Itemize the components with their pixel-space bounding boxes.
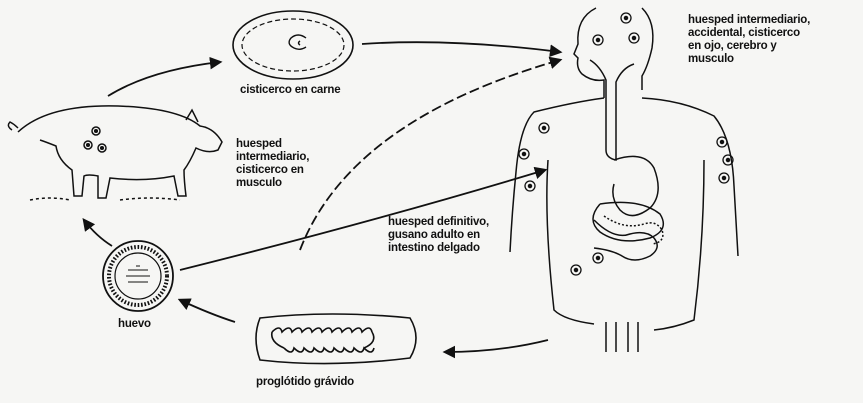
accidental-host-label: huesped intermediario, accidental, cisti… <box>688 14 810 66</box>
cysticercus-meat-label: cisticerco en carne <box>240 84 340 97</box>
arrow-proglottid-to-egg <box>180 300 235 322</box>
egg-label: huevo <box>118 318 151 331</box>
arrow-egg-to-human <box>180 170 545 270</box>
egg-illustration <box>103 241 173 311</box>
arrow-egg-to-pig <box>84 220 112 246</box>
proglottid-illustration <box>256 314 416 364</box>
pig-host-label: huesped intermediario, cisticerco en mus… <box>236 138 309 190</box>
arrow-human-to-proglottid <box>445 340 548 352</box>
arrow-cyst-to-human <box>362 42 560 52</box>
arrow-pig-to-cyst <box>108 62 220 96</box>
definitive-host-label: huesped definitivo, gusano adulto en int… <box>388 216 489 255</box>
proglottid-label: proglótido grávido <box>256 376 354 389</box>
cysticercus-cyst-illustration <box>233 11 353 79</box>
pig-illustration <box>8 106 222 200</box>
